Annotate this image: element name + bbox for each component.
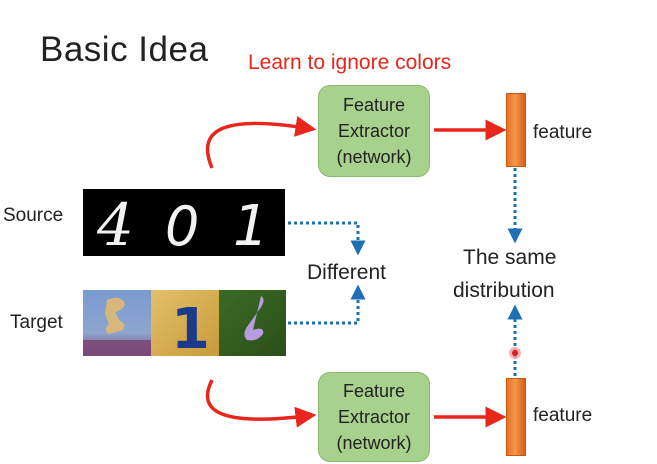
arrow-source-to-extractor [205,116,317,169]
target-digit: 1 [171,297,210,356]
feature-top-label: feature [533,122,593,143]
source-image: 4 0 1 [83,189,285,256]
extractor-bottom-line3: (network) [336,433,412,453]
source-digit-1: 4 [96,191,134,256]
arrow-target-to-extractor [205,379,317,428]
dotted-target-to-different [288,284,366,325]
extractor-top-line1: Feature [342,95,406,115]
source-label: Source [3,205,64,226]
feature-extractor-top: Feature Extractor (network) [318,85,430,177]
dotted-source-to-different [288,221,366,256]
extractor-top-line2: Extractor [337,121,411,141]
source-digit-2: 0 [165,195,199,256]
different-label: Different [307,261,386,284]
slide-title: Basic Idea [40,30,209,69]
extractor-bottom-line2: Extractor [337,407,411,427]
same-distribution-line2: distribution [453,279,555,302]
extractor-bottom-line1: Feature [342,381,406,401]
feature-bottom-label: feature [533,405,593,426]
slide-subtitle: Learn to ignore colors [248,51,452,74]
feature-bar-bottom [506,378,526,456]
target-label: Target [10,312,63,333]
feature-bar-top [506,93,526,167]
source-digit-3: 1 [233,194,269,256]
target-image: 1 [83,290,286,356]
extractor-top-line3: (network) [336,147,412,167]
feature-extractor-bottom: Feature Extractor (network) [318,372,430,462]
same-distribution-line1: The same [463,246,557,269]
